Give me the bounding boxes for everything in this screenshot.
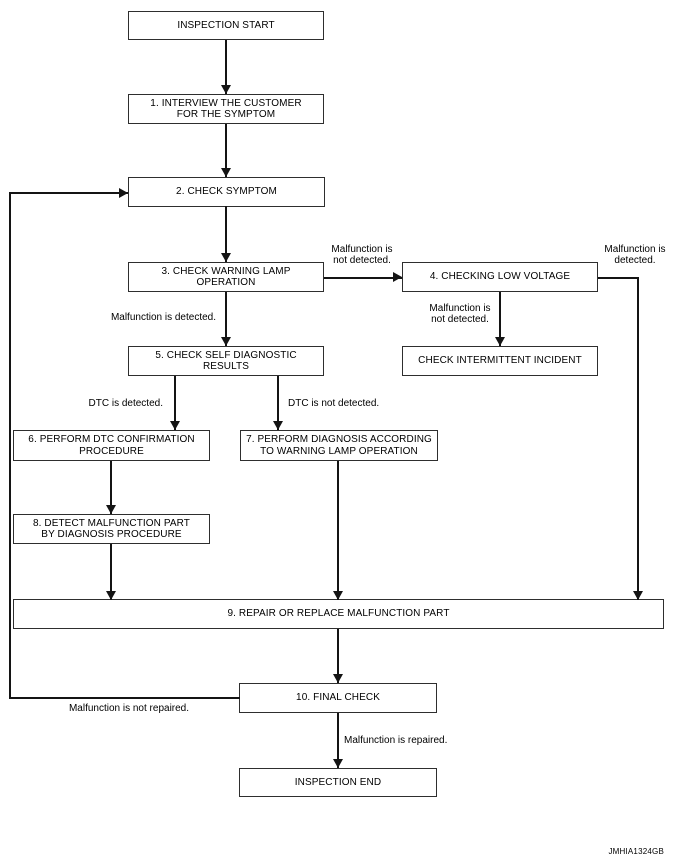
connector-step5-to-step6 — [174, 376, 176, 430]
arrowhead-step4-to-intermittent-icon — [495, 337, 505, 346]
edge-label-dtc-detected: DTC is detected. — [88, 398, 163, 409]
arrowhead-feedback-to-step2-icon — [119, 188, 128, 198]
node-step3-check-warning-lamp: 3. CHECK WARNING LAMP OPERATION — [128, 262, 324, 292]
arrowhead-step8-to-step9-icon — [106, 591, 116, 600]
node-inspection-start: INSPECTION START — [128, 11, 324, 40]
connector-step1-to-step2 — [225, 124, 227, 177]
arrowhead-step6-to-step8-icon — [106, 505, 116, 514]
connector-step7-to-step9 — [337, 461, 339, 600]
arrowhead-step5-to-step7-icon — [273, 421, 283, 430]
arrowhead-step5-to-step6-icon — [170, 421, 180, 430]
node-step5-check-self-diagnostic: 5. CHECK SELF DIAGNOSTIC RESULTS — [128, 346, 324, 376]
edge-label-malfunction-not-repaired: Malfunction is not repaired. — [68, 703, 190, 714]
connector-feedback-to-step2 — [9, 192, 128, 194]
arrowhead-step4-to-step9-icon — [633, 591, 643, 600]
arrowhead-step2-to-step3-icon — [221, 253, 231, 262]
arrowhead-step10-to-end-icon — [333, 759, 343, 768]
connector-step6-to-step8 — [110, 461, 112, 514]
node-step9-repair-replace: 9. REPAIR OR REPLACE MALFUNCTION PART — [13, 599, 664, 629]
edge-label-dtc-not-detected: DTC is not detected. — [288, 398, 380, 409]
node-inspection-end: INSPECTION END — [239, 768, 437, 797]
edge-label-malfunction-not-detected-4-int: Malfunction is not detected. — [429, 303, 491, 325]
arrowhead-step3-to-step4-icon — [393, 272, 402, 282]
edge-label-malfunction-repaired: Malfunction is repaired. — [344, 735, 448, 746]
node-step1-interview-customer: 1. INTERVIEW THE CUSTOMER FOR THE SYMPTO… — [128, 94, 324, 124]
arrowhead-step7-to-step9-icon — [333, 591, 343, 600]
arrowhead-step3-to-step5-icon — [221, 337, 231, 346]
node-step2-check-symptom: 2. CHECK SYMPTOM — [128, 177, 325, 207]
node-step10-final-check: 10. FINAL CHECK — [239, 683, 437, 713]
arrowhead-step9-to-step10-icon — [333, 674, 343, 683]
connector-step4-to-intermittent — [499, 292, 501, 346]
connector-step5-to-step7 — [277, 376, 279, 430]
connector-step3-to-step4 — [324, 277, 402, 279]
connector-step10-to-end — [337, 713, 339, 768]
connector-step10-feedback-horizontal — [9, 697, 240, 699]
arrowhead-start-to-step1-icon — [221, 85, 231, 94]
edge-label-malfunction-detected-3-5: Malfunction is detected. — [110, 312, 216, 323]
arrowhead-step1-to-step2-icon — [221, 168, 231, 177]
node-step6-dtc-confirmation: 6. PERFORM DTC CONFIRMATION PROCEDURE — [13, 430, 210, 461]
node-check-intermittent-incident: CHECK INTERMITTENT INCIDENT — [402, 346, 598, 376]
connector-step4-to-step9-vertical — [637, 277, 639, 600]
node-step8-detect-malfunction-part: 8. DETECT MALFUNCTION PART BY DIAGNOSIS … — [13, 514, 210, 544]
connector-step3-to-step5 — [225, 292, 227, 346]
node-step4-checking-low-voltage: 4. CHECKING LOW VOLTAGE — [402, 262, 598, 292]
connector-step2-to-step3 — [225, 206, 227, 262]
connector-step9-to-step10 — [337, 629, 339, 683]
connector-start-to-step1 — [225, 40, 227, 94]
node-step7-diagnosis-warning-lamp: 7. PERFORM DIAGNOSIS ACCORDING TO WARNIN… — [240, 430, 438, 461]
edge-label-malfunction-not-detected-3-4: Malfunction is not detected. — [331, 244, 393, 266]
connector-step8-to-step9 — [110, 544, 112, 600]
figure-code: JMHIA1324GB — [608, 847, 664, 856]
connector-step4-right-horizontal — [598, 277, 639, 279]
edge-label-malfunction-detected-4-9: Malfunction is detected. — [604, 244, 666, 266]
connector-feedback-vertical — [9, 192, 11, 699]
